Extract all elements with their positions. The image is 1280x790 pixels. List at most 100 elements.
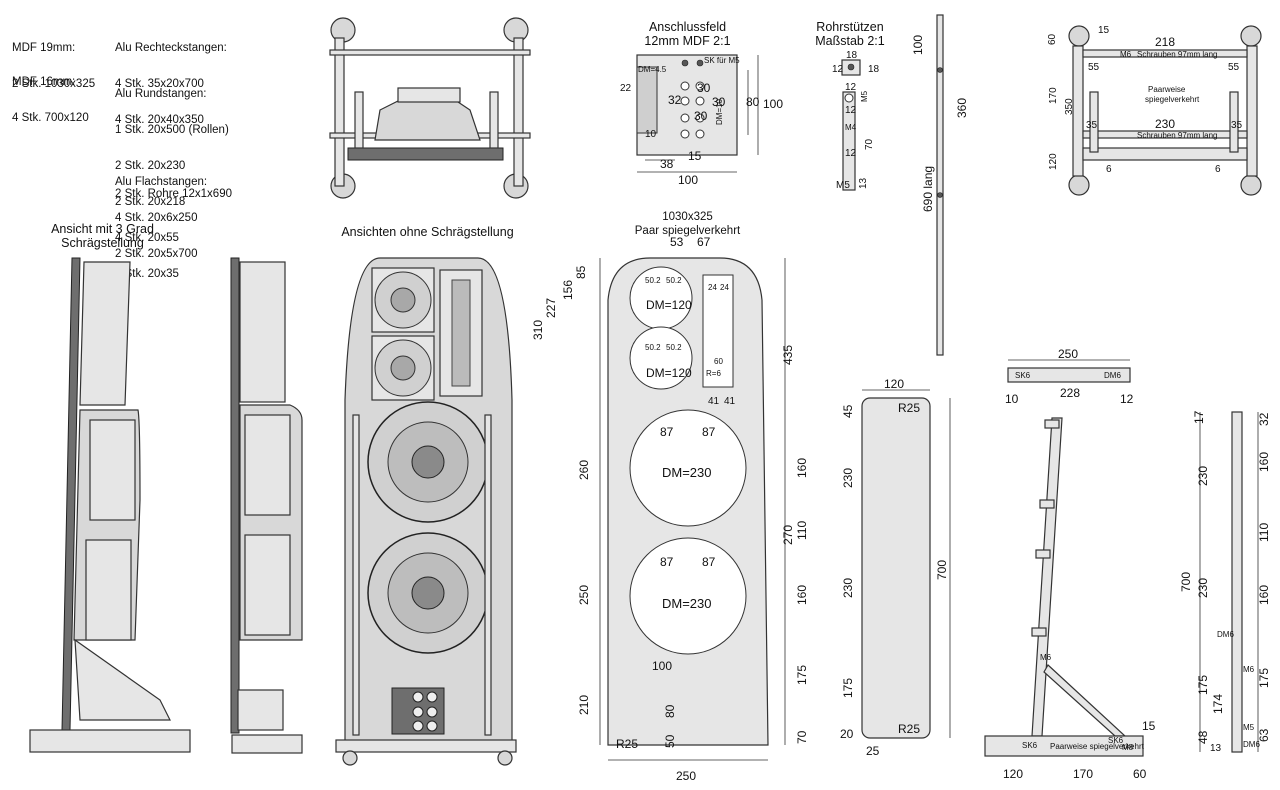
dim-label: 17 bbox=[1192, 410, 1206, 424]
stand-strut bbox=[1043, 664, 1127, 737]
dim-label: 13 bbox=[858, 177, 869, 189]
parts-alu-round-item: 2 Stk. 20x230 bbox=[115, 160, 186, 172]
dim-label: 160 bbox=[1257, 585, 1271, 605]
woofer-hole bbox=[629, 409, 747, 527]
tube-hole bbox=[937, 67, 943, 73]
rail bbox=[1231, 411, 1243, 753]
note-sk: SK für M5 bbox=[704, 56, 740, 65]
woofer-basket bbox=[89, 419, 136, 521]
offset-label: 87 bbox=[660, 555, 674, 569]
side-rail bbox=[334, 37, 345, 187]
dim-label: 30 bbox=[697, 81, 711, 95]
note-dm10: DM=10 bbox=[715, 98, 724, 125]
right-dim: 435 bbox=[781, 345, 795, 365]
parts-mdf19: MDF 19mm: 2 Stk. 1030x325 bbox=[12, 18, 95, 102]
tube-hole bbox=[937, 192, 943, 198]
dim-label: 80 bbox=[746, 95, 760, 109]
parts-alu-rect: Alu Rechteckstangen: 4 Stk. 35x20x700 4 … bbox=[115, 18, 227, 138]
parts-alu-round-item: 4 Stk. 20x55 bbox=[115, 232, 179, 244]
woofer-lower-cap bbox=[411, 576, 445, 610]
side-rail bbox=[513, 37, 524, 187]
stand-bracket bbox=[1035, 549, 1051, 559]
frame-rail bbox=[1072, 45, 1084, 177]
baffle-top-edge bbox=[347, 147, 504, 161]
offset-label: 87 bbox=[702, 425, 716, 439]
midrange-hole-label: DM=120 bbox=[646, 366, 692, 380]
dim-label: 100 bbox=[678, 173, 698, 187]
dim-label: 55 bbox=[1228, 62, 1240, 73]
dim-label: 230 bbox=[841, 578, 855, 598]
terminal-post bbox=[412, 691, 424, 703]
parts-alu-round-item: 2 Stk. 20x218 bbox=[115, 196, 186, 208]
roller-wheel bbox=[1240, 25, 1262, 47]
title-line: Schrägstellung bbox=[61, 236, 144, 250]
dim-label: 110 bbox=[1257, 523, 1271, 542]
dim-label: 63 bbox=[1257, 728, 1271, 742]
terminal-post bbox=[412, 706, 424, 718]
base bbox=[29, 729, 191, 753]
parts-mdf16-title: MDF 16mm: bbox=[12, 76, 76, 88]
flat-bar bbox=[1007, 367, 1131, 383]
parts-alu-flat-title: Alu Flachstangen: bbox=[115, 176, 208, 188]
mount-hole bbox=[681, 59, 689, 67]
dim-label: 38 bbox=[660, 157, 674, 171]
title-line: Paar spiegelverkehrt bbox=[634, 225, 741, 237]
bottom-dim: 100 bbox=[652, 659, 672, 673]
mount-hole bbox=[696, 59, 704, 67]
terminal-post bbox=[426, 720, 438, 732]
title-line: Rohrstützen bbox=[816, 20, 884, 34]
base bbox=[335, 739, 517, 753]
dim-label: 45 bbox=[841, 404, 855, 418]
midrange-hole bbox=[629, 326, 693, 390]
top-dim: 53 bbox=[670, 235, 684, 249]
side-rail bbox=[484, 414, 492, 736]
left-dim: 227 bbox=[544, 298, 558, 318]
note-hole: DM=4.5 bbox=[638, 65, 667, 74]
side-strip-drawing: 120 45 230 230 700 175 20 25 R25 R25 bbox=[840, 377, 951, 758]
dim-label: 230 bbox=[1155, 117, 1175, 131]
offset-label: 50.2 bbox=[666, 343, 682, 352]
post-hole bbox=[695, 113, 705, 123]
slot-dim: 60 bbox=[714, 357, 723, 366]
stand-upright bbox=[1031, 417, 1063, 737]
dim-label: 60 bbox=[1133, 767, 1147, 781]
parts-mdf19-item: 2 Stk. 1030x325 bbox=[12, 78, 96, 90]
dim-label: 48 bbox=[1196, 730, 1210, 744]
woofer-hole bbox=[629, 537, 747, 655]
radius-label: R25 bbox=[898, 722, 920, 736]
parts-tubes: 2 Stk. Rohre 12x1x690 bbox=[115, 188, 232, 200]
frame-bar bbox=[1082, 130, 1248, 139]
dim-label: 690 lang bbox=[921, 166, 935, 212]
top-view-stand bbox=[329, 17, 531, 199]
bolt-label: M6 bbox=[1120, 50, 1132, 59]
post-hole bbox=[695, 96, 705, 106]
woofer-hole-label: DM=230 bbox=[662, 465, 712, 480]
dim-label: 6 bbox=[1215, 164, 1221, 175]
dim-label: 230 bbox=[1196, 466, 1210, 486]
title-line: 1030x325 bbox=[662, 211, 713, 223]
stand-bracket bbox=[1044, 419, 1060, 429]
tube-socket-drawing: 18 12 18 12 12 70 12 13 M5 M4 M5 bbox=[832, 50, 880, 191]
stand-label: M8 bbox=[1122, 743, 1134, 752]
thread-label: M4 bbox=[845, 123, 857, 132]
right-dim: 270 bbox=[781, 525, 795, 545]
rail-label: M6 bbox=[1243, 665, 1255, 674]
thread-label: M5 bbox=[860, 90, 869, 102]
offset-label: 50.2 bbox=[645, 343, 661, 352]
stand-label: M6 bbox=[1040, 653, 1052, 662]
slot-dim: 41 bbox=[724, 396, 736, 407]
terminal-post bbox=[426, 691, 438, 703]
dim-label: 700 bbox=[1179, 572, 1193, 592]
dim-label: 10 bbox=[1005, 392, 1019, 406]
midrange-dome bbox=[390, 355, 416, 381]
socket-hole bbox=[847, 63, 855, 71]
bracket bbox=[1089, 91, 1099, 153]
dim-label: 175 bbox=[841, 678, 855, 698]
title-tilted-view: Ansicht mit 3 Grad Schrägstellung bbox=[30, 222, 175, 250]
stand-note: Paarweise spiegelverkehrt bbox=[1050, 742, 1145, 751]
terminal-post bbox=[426, 706, 438, 718]
dim-label: 350 bbox=[1064, 98, 1075, 115]
dim-label: 60 bbox=[1047, 33, 1058, 45]
right-dim: 110 bbox=[795, 521, 809, 540]
stand-base bbox=[984, 735, 1144, 757]
